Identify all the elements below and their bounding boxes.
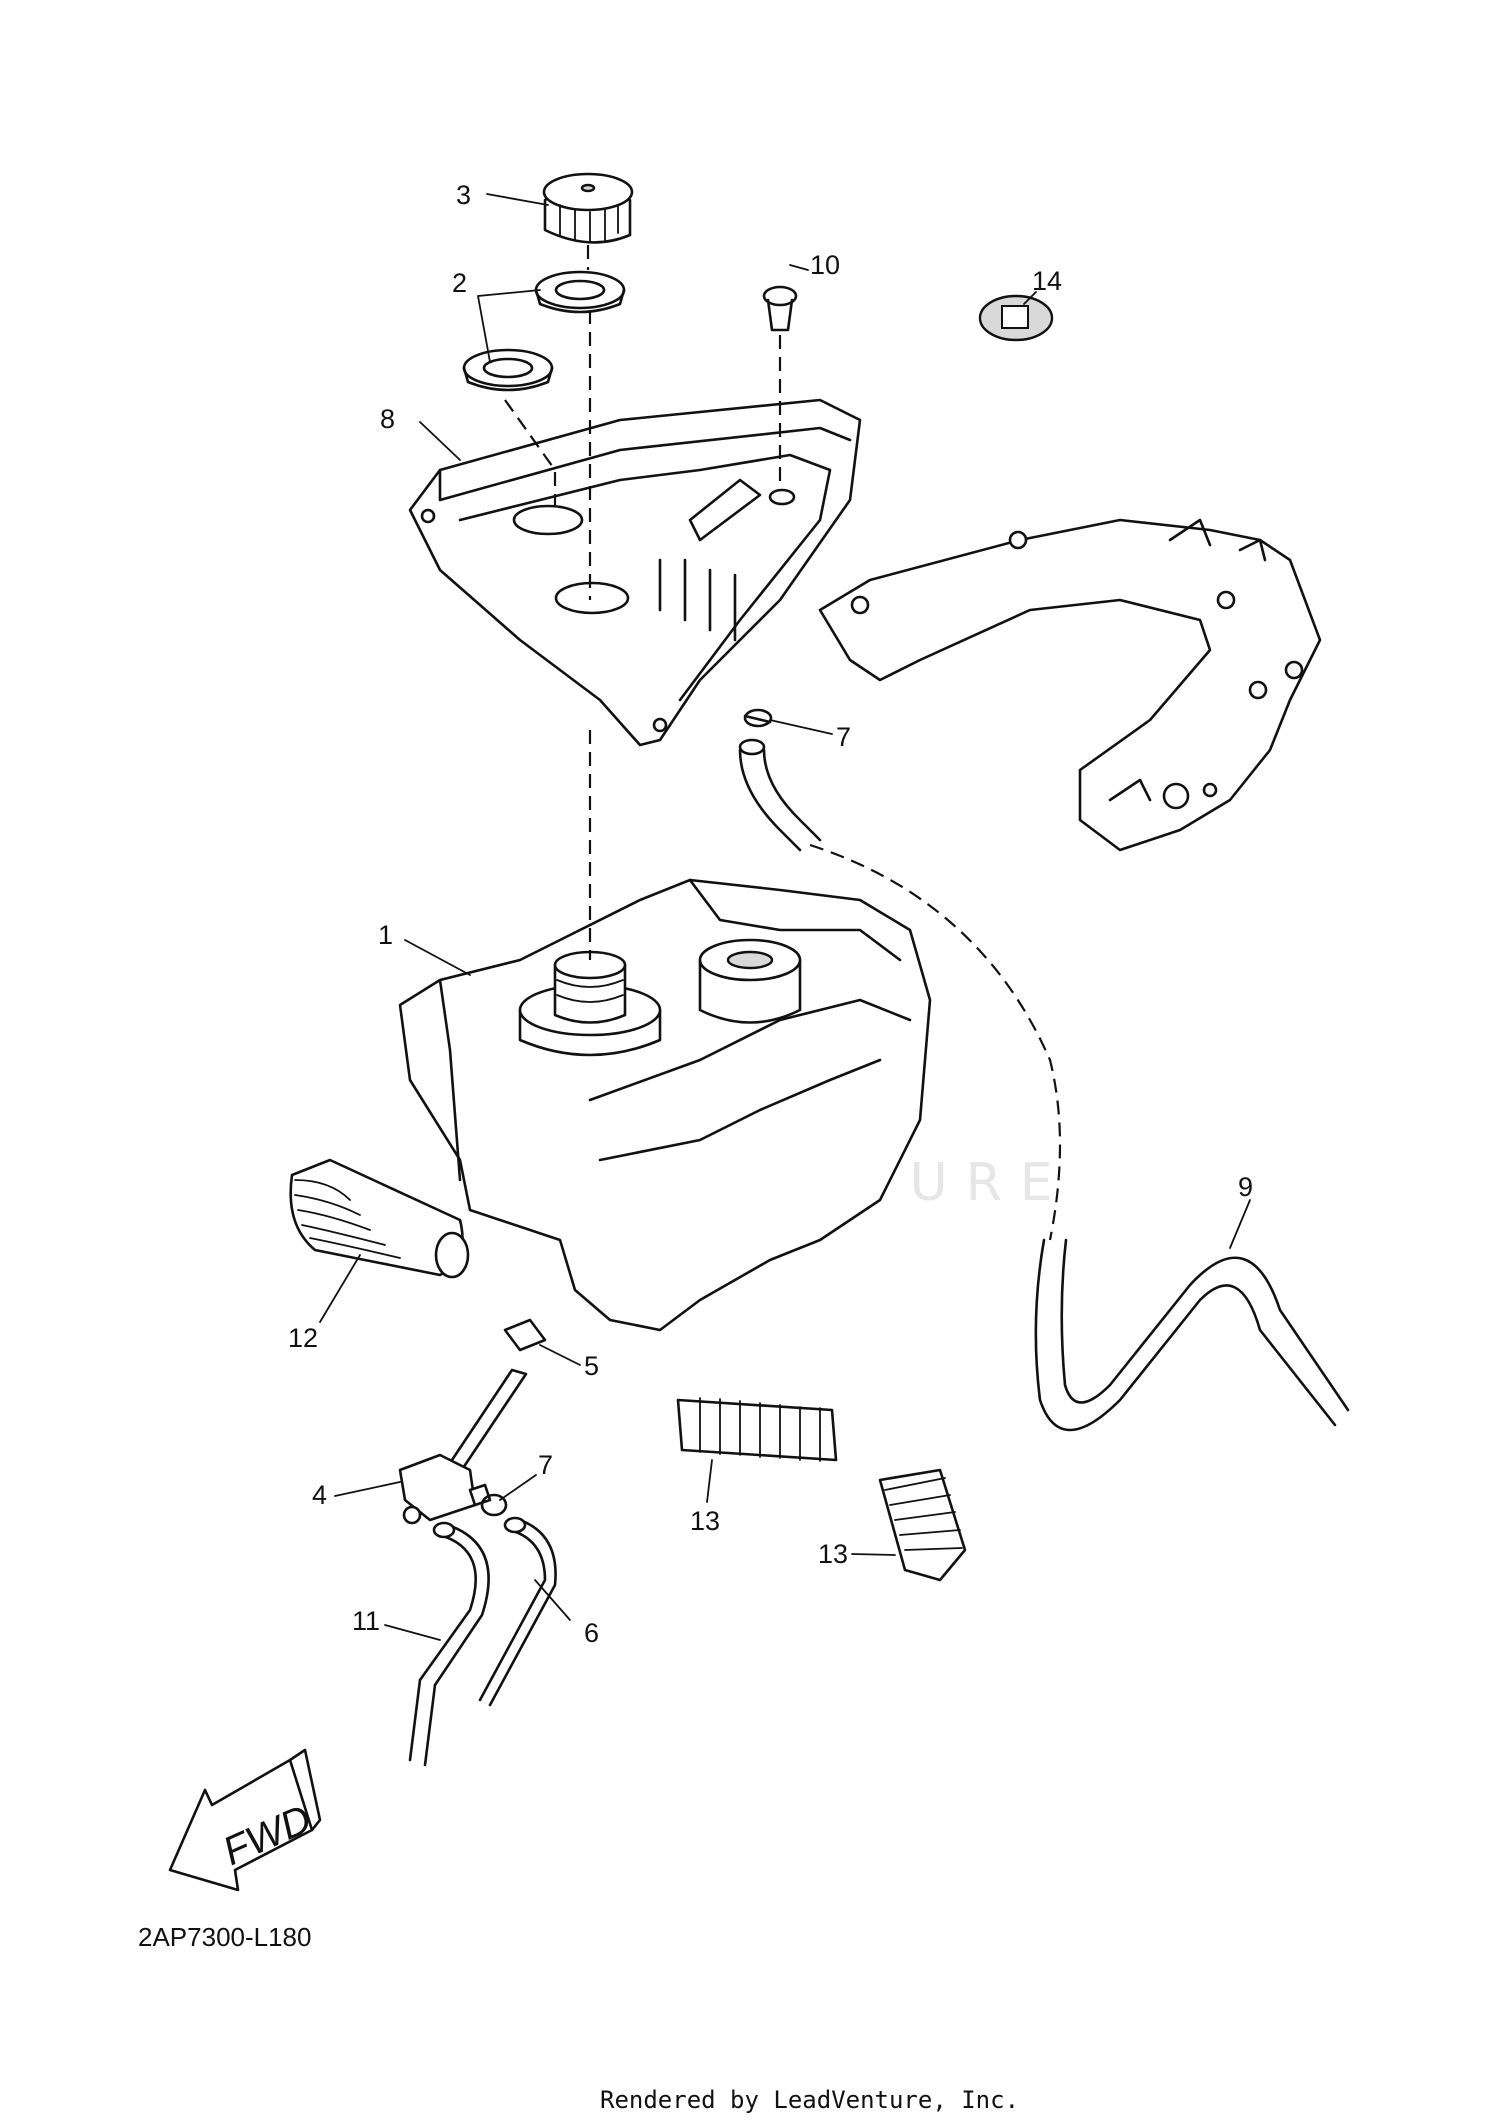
callout-13-b: 13 [818,1539,848,1569]
footer-credit: Rendered by LeadVenture, Inc. [600,2086,1019,2114]
frame-bracket [818,518,1322,852]
part-2-grommet-upper[interactable] [534,270,626,314]
callout-11: 11 [352,1606,380,1636]
part-10-clip[interactable] [762,285,798,332]
assembly-lines [504,245,782,960]
part-1-fuel-tank[interactable] [398,878,932,1332]
part-12-cushion[interactable] [289,1158,470,1279]
part-7-hose-clip-lower[interactable] [480,1493,508,1517]
part-5-filter[interactable] [503,1318,547,1352]
part-3-fuel-cap[interactable] [542,172,634,244]
part-2-grommet-lower[interactable] [462,348,554,392]
callout-7-upper: 7 [836,722,851,752]
part-9-breather-hose[interactable] [738,738,1350,1432]
fwd-arrow: FWD [168,1748,322,1892]
callout-3: 3 [456,180,471,210]
callout-9: 9 [1238,1172,1253,1202]
callout-5: 5 [584,1351,599,1381]
callout-14: 14 [1032,266,1062,296]
part-7-hose-clip-upper[interactable] [743,708,773,728]
callout-12: 12 [288,1323,318,1353]
callout-6: 6 [584,1618,599,1648]
part-13-spring-a[interactable] [676,1397,838,1462]
callout-2: 2 [452,268,467,298]
callout-4: 4 [312,1480,327,1510]
callout-13-a: 13 [690,1506,720,1536]
part-8-tank-cover[interactable] [408,398,862,747]
callout-7-lower: 7 [538,1450,553,1480]
callout-leaders [319,193,1251,1641]
part-6-fuel-hose[interactable] [478,1516,557,1707]
callout-8: 8 [380,404,395,434]
part-13-spring-b[interactable] [878,1468,967,1582]
diagram-code: 2AP7300-L180 [138,1922,311,1952]
part-11-fuel-hose[interactable] [408,1521,490,1767]
part-14-emblem[interactable] [978,294,1054,342]
part-4-fuel-cock[interactable] [398,1368,528,1525]
callout-labels: 3 2 10 14 8 7 1 9 12 5 4 7 13 13 6 11 [288,180,1253,1648]
callout-10: 10 [810,250,840,280]
callout-1: 1 [378,920,393,950]
